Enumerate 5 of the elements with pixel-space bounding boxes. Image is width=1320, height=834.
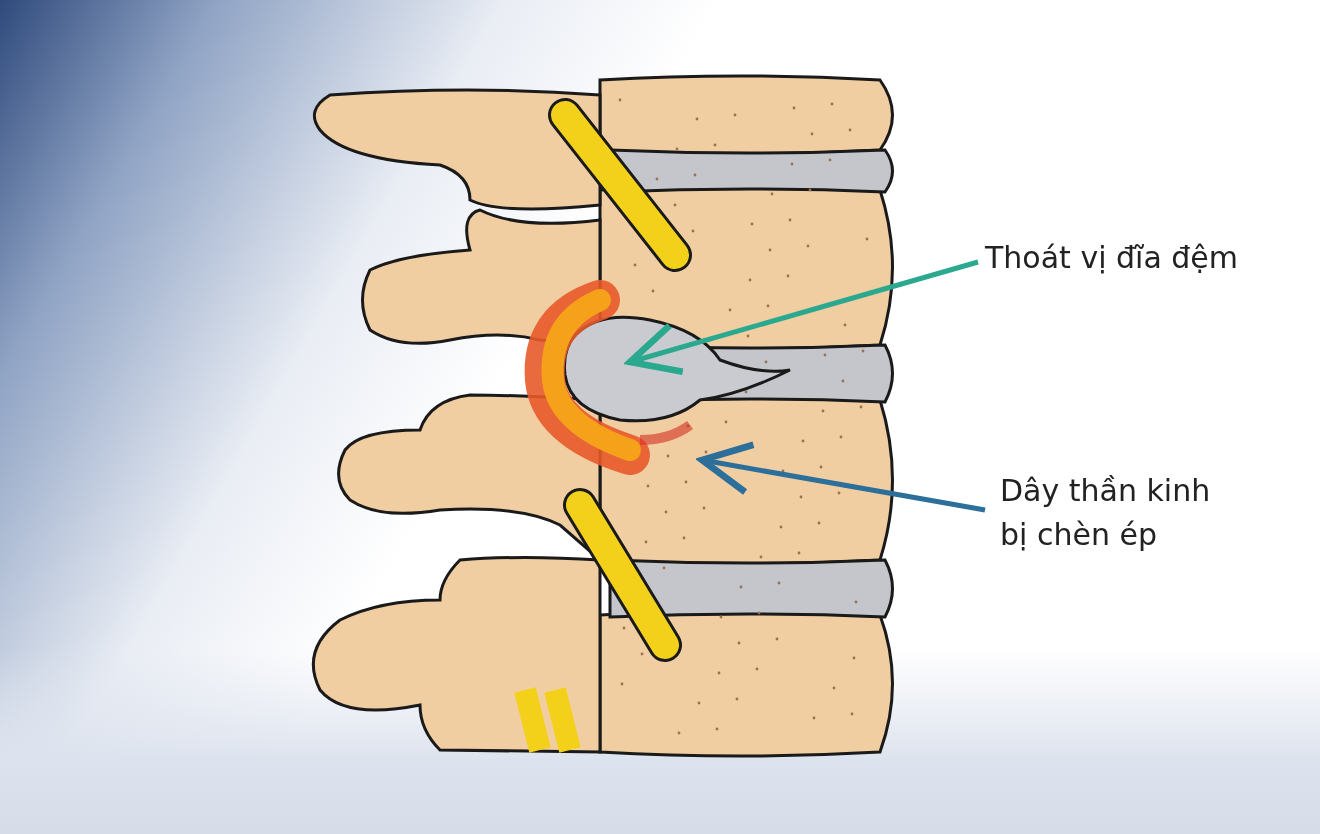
callout-label: Thoát vị đĩa đệm [985, 239, 1240, 277]
leader-arrow [626, 259, 979, 376]
callout-label: Dây thần kinh bị chèn ép [1000, 472, 1212, 554]
compressed-nerve [524, 280, 693, 475]
leader-arrow [698, 441, 986, 513]
